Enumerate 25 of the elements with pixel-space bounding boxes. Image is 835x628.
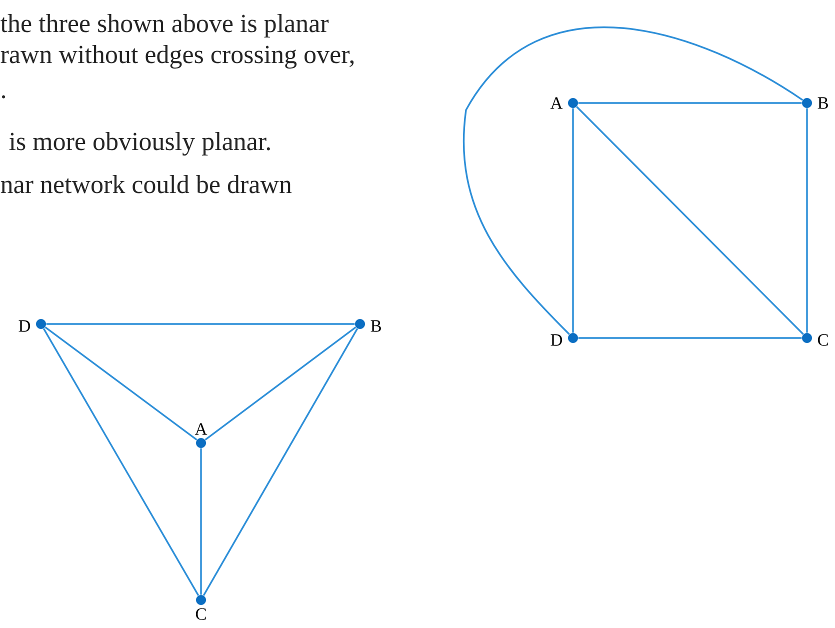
text-fragment: is more obviously planar. (9, 132, 270, 156)
edge-line (578, 337, 802, 339)
vertex-label: C (818, 334, 828, 346)
text-fragment: the three shown above is planar (0, 14, 329, 38)
edge-line (202, 328, 358, 596)
vertex-label: D (18, 320, 30, 332)
text-fragment: . (2, 95, 6, 98)
edge-line (806, 108, 808, 333)
edge-line (578, 102, 802, 104)
vertex-label: A (194, 423, 208, 435)
vertex-label: D (550, 334, 562, 346)
edge-line (572, 108, 574, 333)
edge-line (46, 323, 355, 325)
curved-edge (463, 26, 804, 335)
edge-line (204, 326, 356, 441)
edge-line (44, 326, 198, 441)
vertex-label: C (196, 608, 206, 620)
text-fragment: nar network could be drawn (0, 174, 292, 194)
text-fragment: rawn without edges crossing over, (0, 44, 354, 69)
edge-line (576, 106, 804, 335)
edge-line (42, 328, 200, 596)
vertex-label: A (550, 97, 563, 109)
edge-line (200, 448, 202, 595)
vertex-label: B (370, 320, 381, 332)
vertex-label: B (818, 97, 828, 109)
